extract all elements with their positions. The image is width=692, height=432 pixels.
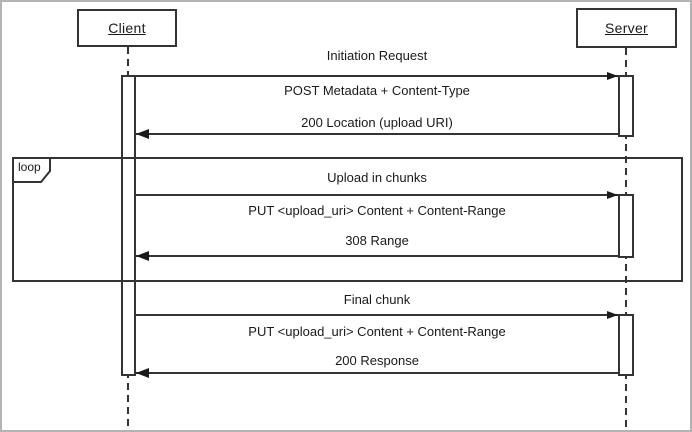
response-1-arrowhead-icon	[136, 129, 149, 139]
loop-tab-shape	[12, 157, 51, 183]
request-2-arrowhead-icon	[607, 191, 618, 199]
section-title-final: Final chunk	[343, 292, 411, 307]
request-1-arrowhead-icon	[607, 72, 618, 80]
client-actor-box: Client	[77, 9, 177, 47]
server-actor-box: Server	[576, 8, 677, 48]
message-label-response-2: 308 Range	[345, 233, 409, 248]
message-label-response-1: 200 Location (upload URI)	[301, 115, 453, 130]
response-3-arrowhead-icon	[136, 368, 149, 378]
message-line-request-2	[136, 194, 618, 196]
section-title-initiation: Initiation Request	[326, 48, 428, 63]
loop-fragment	[12, 157, 683, 282]
server-activation-final	[618, 314, 634, 376]
message-line-request-1	[136, 75, 618, 77]
loop-operator-tab	[12, 157, 52, 188]
server-activation-initiation	[618, 75, 634, 137]
message-line-response-1	[136, 133, 618, 135]
message-label-request-1: POST Metadata + Content-Type	[284, 83, 470, 98]
loop-operator-label: loop	[18, 160, 41, 174]
request-3-arrowhead-icon	[607, 311, 618, 319]
client-activation	[121, 75, 136, 376]
section-title-chunks: Upload in chunks	[327, 170, 427, 185]
message-line-response-2	[136, 255, 618, 257]
message-line-response-3	[136, 372, 618, 374]
server-actor-label: Server	[604, 20, 649, 36]
server-activation-chunk	[618, 194, 634, 258]
client-actor-label: Client	[108, 20, 146, 36]
message-label-request-3: PUT <upload_uri> Content + Content-Range	[248, 324, 506, 339]
message-line-request-3	[136, 314, 618, 316]
response-2-arrowhead-icon	[136, 251, 149, 261]
message-label-request-2: PUT <upload_uri> Content + Content-Range	[248, 203, 506, 218]
message-label-response-3: 200 Response	[335, 353, 419, 368]
